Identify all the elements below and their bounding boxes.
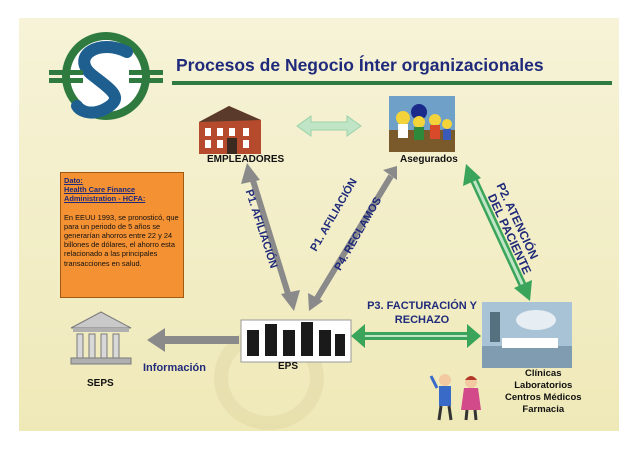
dato-heading-2: Health Care Finance (64, 185, 136, 195)
page-title: Procesos de Negocio Ínter organizacional… (176, 55, 544, 75)
dato-heading-1: Dato: (64, 176, 83, 185)
p3-facturacion-arrow (351, 324, 481, 348)
bank-icon (70, 311, 132, 365)
provider-item: Laboratorios (514, 380, 573, 391)
title-underline (172, 81, 612, 85)
logo-icon (49, 32, 163, 120)
empleadores-label: EMPLEADORES (207, 154, 285, 165)
informacion-label: Información (143, 362, 206, 374)
empleadores-asegurados-arrow (296, 115, 362, 137)
informacion-arrow (147, 328, 239, 352)
provider-item: Farmacia (522, 404, 565, 415)
family-icon (389, 96, 455, 152)
slide: Procesos de Negocio Ínter organizacional… (19, 18, 619, 431)
seps-label: SEPS (87, 378, 114, 389)
dato-box: Dato: Health Care Finance Administration… (60, 172, 184, 298)
p1-p4-arrow-right (308, 166, 397, 311)
provider-item: Clínicas (525, 368, 562, 379)
p2-atencion-arrow (463, 164, 532, 301)
dato-heading-3: Administration - HCFA: (64, 194, 146, 204)
process-diagram (19, 18, 619, 431)
eps-label: EPS (278, 361, 299, 372)
p3-line-1: P3. FACTURACIÓN Y (367, 300, 477, 312)
provider-item: Centros Médicos (505, 392, 582, 403)
asegurados-label: Asegurados (400, 154, 458, 165)
p3-facturacion-label: P3. FACTURACIÓN Y RECHAZO (355, 299, 489, 327)
hospital-room-icon (482, 302, 572, 368)
p3-line-2: RECHAZO (394, 314, 450, 326)
dato-body: En EEUU 1993, se pronosticó, que para un… (64, 212, 179, 268)
providers-list: Clínicas Laboratorios Centros Médicos Fa… (505, 368, 582, 416)
building-icon (199, 106, 261, 154)
people-icon (429, 374, 481, 421)
office-complex-icon (240, 319, 352, 363)
p1-afiliacion-arrow-left (241, 163, 300, 311)
